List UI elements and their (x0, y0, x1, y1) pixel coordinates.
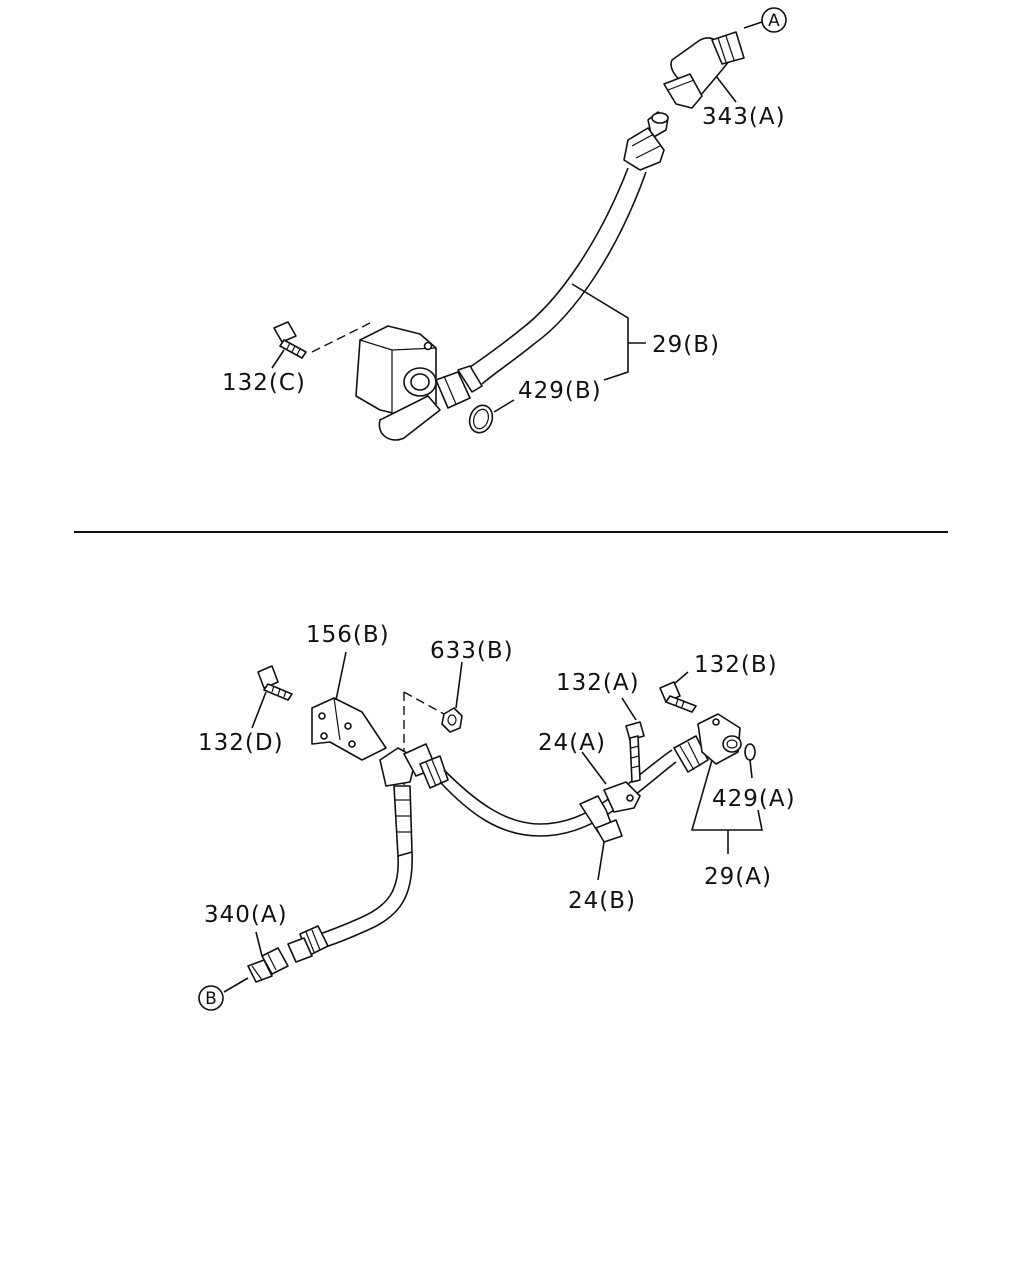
label-24a: 24(A) (538, 730, 606, 756)
oring-429a: 429(A) (712, 743, 796, 812)
label-132b: 132(B) (694, 652, 778, 678)
leader-29b: 29(B) (571, 283, 720, 381)
label-132c: 132(C) (222, 370, 306, 396)
ref-a-marker: A (743, 7, 787, 33)
top-view: A 343(A) (222, 7, 787, 441)
tee-fitting (379, 743, 449, 789)
fitting-340a: 340(A) (204, 902, 289, 993)
leader-343a (715, 75, 737, 103)
label-340a: 340(A) (204, 902, 288, 928)
label-633b: 633(B) (430, 638, 514, 664)
bolt-132a: 132(A) (556, 670, 645, 783)
label-132d: 132(D) (198, 730, 284, 756)
label-429b: 429(B) (518, 378, 602, 404)
label-156b: 156(B) (306, 622, 390, 648)
ref-b-text: B (205, 989, 217, 1009)
pipe-29b-upper-fitting (623, 111, 669, 171)
label-132a: 132(A) (556, 670, 640, 696)
bolt-132c: 132(C) (222, 321, 373, 396)
pipe-29a-end (673, 713, 742, 773)
leader-29a: 29(A) (690, 759, 772, 890)
nut-633b: 633(B) (403, 638, 514, 810)
oring-429b: 429(B) (468, 378, 602, 434)
bottom-view: 132(D) 156(B) 633(B) (198, 622, 796, 1011)
label-29a: 29(A) (704, 864, 772, 890)
part-343a-elbow (663, 31, 745, 109)
ref-a-text: A (768, 11, 780, 31)
label-343a: 343(A) (702, 104, 786, 130)
clamp-24a-24b: 24(A) 24(B) (538, 730, 641, 914)
bolt-132b: 132(B) (659, 652, 778, 713)
pipe-29b-block (355, 325, 483, 441)
bolt-132d: 132(D) (198, 665, 293, 756)
ref-b-marker: B (198, 985, 224, 1011)
label-429a: 429(A) (712, 786, 796, 812)
hose-main (439, 749, 677, 837)
label-29b: 29(B) (652, 332, 720, 358)
pipe-29b-body (465, 167, 647, 385)
bracket-156b: 156(B) (306, 622, 390, 761)
hose-lower (287, 785, 413, 963)
label-24b: 24(B) (568, 888, 636, 914)
